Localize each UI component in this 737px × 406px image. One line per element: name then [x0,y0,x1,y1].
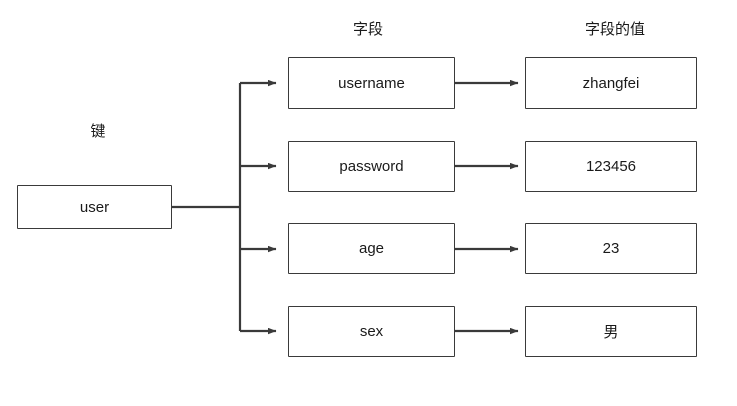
node-value-label: 123456 [585,158,637,175]
node-field-label: username [338,74,405,92]
node-field-age[interactable]: age [288,223,455,274]
node-value-password[interactable]: 123456 [525,141,697,192]
node-field-password[interactable]: password [288,141,455,192]
node-field-username[interactable]: username [288,57,455,109]
node-value-sex[interactable]: 男 [525,306,697,357]
node-value-label: zhangfei [582,74,640,92]
node-root-user[interactable]: user [17,185,172,229]
node-root-label: user [79,198,110,216]
node-value-age[interactable]: 23 [525,223,697,274]
node-value-label: 男 [603,324,619,341]
node-field-label: age [358,240,385,257]
node-field-sex[interactable]: sex [288,306,455,357]
label-key: 键 [90,123,106,140]
label-field-value: 字段的值 [584,21,645,38]
node-field-label: password [339,158,404,175]
label-field: 字段 [352,21,383,38]
node-value-username[interactable]: zhangfei [525,57,697,109]
node-value-label: 23 [602,240,620,257]
node-field-label: sex [359,323,384,340]
